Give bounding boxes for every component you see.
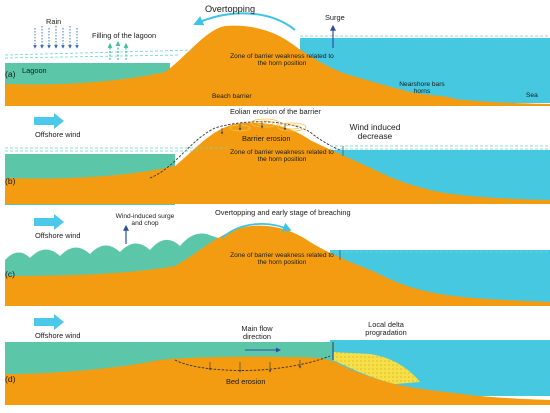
filling-arrows-icon xyxy=(107,41,129,60)
surge-label: Surge xyxy=(325,13,345,22)
delta-label: Local delta progradation xyxy=(365,320,407,337)
offshore-wind-arrow-icon xyxy=(34,314,64,330)
panel-d xyxy=(5,314,550,405)
breaching-arrow-icon xyxy=(221,222,292,239)
panel-b xyxy=(5,113,550,205)
panel-c xyxy=(5,214,550,306)
barrier-sand xyxy=(5,225,550,306)
zone-label: Zone of barrier weakness related to the … xyxy=(230,252,334,266)
sea-label: Sea xyxy=(526,92,538,99)
eolian-swirl-icon xyxy=(229,118,307,132)
zone-label: Zone of barrier weakness related to the … xyxy=(230,53,334,67)
barrier-sand xyxy=(5,122,550,204)
barrier-sand xyxy=(5,356,550,405)
nearshore-label: Nearshore bars horns xyxy=(399,81,445,95)
filling-label: Filling of the lagoon xyxy=(92,31,157,40)
rain-label: Rain xyxy=(46,17,62,26)
rain-icon xyxy=(33,26,79,49)
breaching-label: Overtopping and early stage of breaching xyxy=(215,208,351,217)
bed-erosion-line xyxy=(174,355,331,371)
overtopping-arrow-icon xyxy=(193,12,296,31)
panel-b-tag: (b) xyxy=(5,176,16,186)
offshore-wind-arrow-icon xyxy=(34,214,64,230)
overtopping-label: Overtopping xyxy=(205,4,256,14)
offshore-wind-label: Offshore wind xyxy=(35,231,81,240)
panel-a xyxy=(4,12,550,107)
surge-chop-label: Wind-induced surge and chop xyxy=(115,213,175,227)
panel-d-tag: (d) xyxy=(5,374,16,384)
barrier-erosion-label: Barrier erosion xyxy=(242,134,291,143)
offshore-wind-label: Offshore wind xyxy=(35,130,81,139)
zone-label: Zone of barrier weakness related to the … xyxy=(230,149,334,163)
wind-decrease-label: Wind induced decrease xyxy=(349,122,401,141)
main-flow-label: Main flow direction xyxy=(241,324,273,341)
barrier-sand xyxy=(5,25,550,107)
offshore-wind-arrow-icon xyxy=(34,113,64,129)
panel-c-tag: (c) xyxy=(5,269,16,279)
lagoon-label: Lagoon xyxy=(22,66,47,75)
beach-barrier-label: Beach barrier xyxy=(212,93,252,100)
delta-deposit xyxy=(333,352,420,384)
panel-a-tag: (a) xyxy=(5,69,16,79)
offshore-wind-label: Offshore wind xyxy=(35,331,81,340)
eolian-label: Eolian erosion of the barrier xyxy=(230,107,321,116)
bed-erosion-label: Bed erosion xyxy=(226,377,266,386)
